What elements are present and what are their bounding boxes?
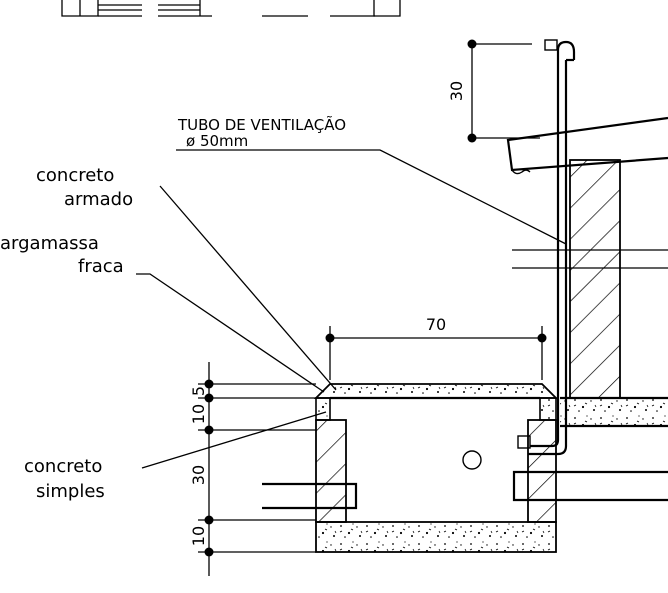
concrete-reinforced-label-1: concreto — [36, 165, 114, 186]
vent-pipe-diameter: ø 50mm — [186, 132, 248, 150]
concrete-reinforced-label-2: armado — [64, 189, 133, 210]
base-slab-label: 10 — [189, 526, 208, 546]
vent-height-dimension: 30 — [447, 39, 540, 143]
vent-height-label: 30 — [447, 81, 466, 101]
vent-pipe-label: TUBO DE VENTILAÇÃO — [177, 115, 346, 134]
floor-slab — [560, 396, 668, 428]
plain-concrete-label-2: simples — [36, 481, 105, 502]
masonry-wall — [512, 159, 668, 399]
top-partial-symbols — [61, 0, 401, 17]
box-width-label: 70 — [426, 315, 446, 334]
gas-box — [262, 383, 668, 553]
box-width-dimension: 70 — [325, 315, 547, 380]
plain-concrete-label-1: concreto — [24, 456, 102, 477]
material-labels: concreto armado argamassa fraca concreto… — [0, 165, 337, 502]
lid-thickness-label: 5 — [189, 386, 208, 396]
upper-slab-label: 10 — [189, 404, 208, 424]
vent-pipe-note: TUBO DE VENTILAÇÃO ø 50mm — [176, 115, 567, 245]
weak-mortar-label-1: argamassa — [0, 233, 99, 254]
chamber-height-label: 30 — [189, 465, 208, 485]
weak-mortar-label-2: fraca — [78, 256, 124, 277]
vertical-dimensions: 5 10 30 10 — [189, 362, 316, 576]
